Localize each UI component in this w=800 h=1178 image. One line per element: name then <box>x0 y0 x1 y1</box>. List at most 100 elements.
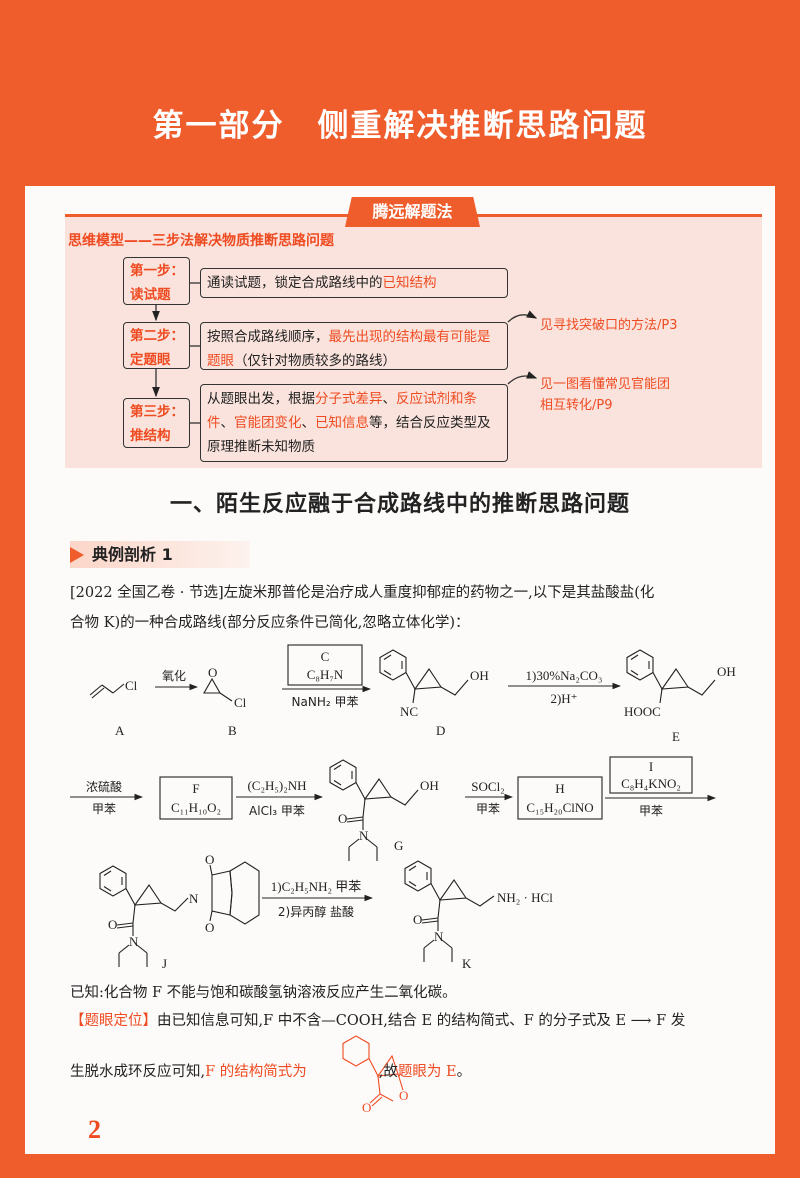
highlight: 已知结构 <box>382 275 437 291</box>
reagent-label: 2)H⁺ <box>550 691 577 706</box>
atom-label: O <box>205 852 214 867</box>
compound-label-f: F <box>192 781 199 796</box>
atom-label: O <box>413 912 422 927</box>
step-1-label: 第一步： 读试题 <box>123 257 190 305</box>
compound-label-i: I <box>649 759 653 774</box>
reagent-label: 1)C₂H₅NH₂ 甲苯 <box>271 879 362 894</box>
bonds <box>70 644 717 925</box>
step-label: 第三步： <box>130 404 184 420</box>
text: 从题眼出发，根据 <box>207 391 315 407</box>
note-text: 相互转化/P9 <box>540 398 613 413</box>
text: 通读试题，锁定合成路线中的 <box>207 275 383 291</box>
atom-label: N <box>129 934 139 949</box>
page-title: 第一部分 侧重解决推断思路问题 <box>152 108 648 144</box>
formula-c: C₈H₇N <box>307 667 344 682</box>
formula-i: C₈H₄KNO₂ <box>621 776 681 791</box>
highlight: F 的结构简式为 <box>205 1064 307 1080</box>
question-line-2: 合物 K)的一种合成路线(部分反应条件已简化,忽略立体化学)： <box>70 615 470 631</box>
compound-label-e: E <box>672 729 680 744</box>
step-2-label: 第二步： 定题眼 <box>123 322 190 369</box>
step-label: 第一步： <box>130 263 184 279</box>
step-label: 定题眼 <box>130 352 171 368</box>
reagent-label: 甲苯 <box>639 804 663 818</box>
reagent-label: 1)30%Na₂CO₃ <box>526 668 603 683</box>
formula-h: C₁₅H₂₀ClNO <box>526 800 593 815</box>
text: ,故 <box>378 1064 398 1080</box>
question-line-1: [2022 全国乙卷 · 节选]左旋米那普伦是治疗成人重度抑郁症的药物之一,以下… <box>70 585 655 601</box>
compound-label-h: H <box>555 781 564 796</box>
reagent-label: AlCl₃ 甲苯 <box>249 804 305 818</box>
method-tag: 腾远解题法 <box>345 197 480 227</box>
reagent-label: 甲苯 <box>92 802 116 816</box>
reagent-label: 氧化 <box>162 669 186 683</box>
atom-label: Cl <box>125 678 138 693</box>
text: 、 <box>301 415 316 431</box>
reagent-label: 浓硫酸 <box>86 779 122 794</box>
analysis-line-1: 【题眼定位】由已知信息可知,F 中不含—COOH,结合 E 的结构简式、F 的分… <box>70 1006 770 1036</box>
reagent-label: 2)异丙醇 盐酸 <box>278 904 354 919</box>
highlight: 题眼为 E <box>397 1064 457 1080</box>
reagent-label: NaNH₂ 甲苯 <box>292 695 359 709</box>
atom-label: HOOC <box>624 704 661 719</box>
atom-label: OH <box>420 778 439 793</box>
atom-label: NH₂ · HCl <box>497 890 553 905</box>
atom-label: OH <box>470 668 489 683</box>
compound-label-d: D <box>436 723 445 738</box>
analysis-line-2: 生脱水成环反应可知,F 的结构简式为 ,故题眼为 E。 <box>70 1057 770 1087</box>
note-text: 见寻找突破口的方法/P3 <box>540 318 678 333</box>
step-label: 读试题 <box>130 287 171 303</box>
reagent-label: 甲苯 <box>476 802 500 816</box>
text: 等，结合反应类型及原理推断未知物质 <box>207 415 491 455</box>
note-text: 见一图看懂常见官能团 <box>540 377 671 392</box>
reagent-label: SOCl₂ <box>471 779 504 794</box>
page-number: 2 <box>88 1115 101 1144</box>
section-title: 一、陌生反应融于合成路线中的推断思路问题 <box>169 492 630 517</box>
highlight: 反应试剂和条件 <box>207 391 477 431</box>
reagent-label: (C₂H₅)₂NH <box>247 778 306 793</box>
text: 、 <box>382 391 397 407</box>
triangle-icon <box>70 547 84 563</box>
example-heading: 典例剖析 1 <box>70 541 250 568</box>
atom-label: O <box>338 811 347 826</box>
highlight: 官能团变化 <box>234 415 302 431</box>
compound-label-k: K <box>462 956 472 971</box>
text: 生脱水成环反应可知, <box>70 1064 206 1080</box>
text: 由已知信息可知,F 中不含—COOH,结合 E 的结构简式、F 的分子式及 E … <box>157 1013 686 1029</box>
highlight: 分子式差异 <box>315 391 383 407</box>
structure-f <box>342 1035 404 1107</box>
text: 、 <box>220 415 235 431</box>
text: 按照合成路线顺序， <box>207 329 329 345</box>
analysis-tag: 【题眼定位】 <box>70 1013 157 1029</box>
method-subtitle: 思维模型——三步法解决物质推断思路问题 <box>68 233 334 249</box>
atom-label: N <box>189 891 199 906</box>
text: （仅针对物质较多的路线） <box>234 353 396 369</box>
highlight: 最先出现的结构最有可能是题眼 <box>207 329 491 369</box>
atom-label: O <box>205 920 214 935</box>
atom-label: N <box>359 828 369 843</box>
compound-label-g: G <box>394 838 403 853</box>
atom-label: NC <box>400 704 418 719</box>
atom-label: Cl <box>234 695 247 710</box>
formula-f: C₁₁H₁₀O₂ <box>171 800 221 815</box>
step-3-label: 第三步： 推结构 <box>123 398 190 448</box>
atom-label: N <box>434 929 444 944</box>
atom-label: O <box>208 665 217 680</box>
step-label: 第二步： <box>130 328 184 344</box>
step-2-desc: 按照合成路线顺序，最先出现的结构最有可能是题眼（仅针对物质较多的路线） <box>200 322 508 370</box>
step-label: 推结构 <box>130 428 171 444</box>
step-3-desc: 从题眼出发，根据分子式差异、反应试剂和条件、官能团变化、已知信息等，结合反应类型… <box>200 384 508 462</box>
atom-label: O <box>399 1088 408 1103</box>
atom-label: O <box>362 1100 371 1115</box>
compound-label-j: J <box>162 956 167 971</box>
step-1-desc: 通读试题，锁定合成路线中的已知结构 <box>200 268 508 298</box>
note-1: 见寻找突破口的方法/P3 <box>540 315 678 336</box>
compound-label-b: B <box>228 723 237 738</box>
known-info: 已知:化合物 F 不能与饱和碳酸氢钠溶液反应产生二氧化碳。 <box>70 985 457 1001</box>
compound-label-c: C <box>321 649 330 664</box>
atom-label: O <box>108 917 117 932</box>
text: 。 <box>456 1064 472 1080</box>
note-2: 见一图看懂常见官能团相互转化/P9 <box>540 374 670 416</box>
example-label: 典例剖析 1 <box>92 545 173 564</box>
highlight: 已知信息 <box>315 415 369 431</box>
